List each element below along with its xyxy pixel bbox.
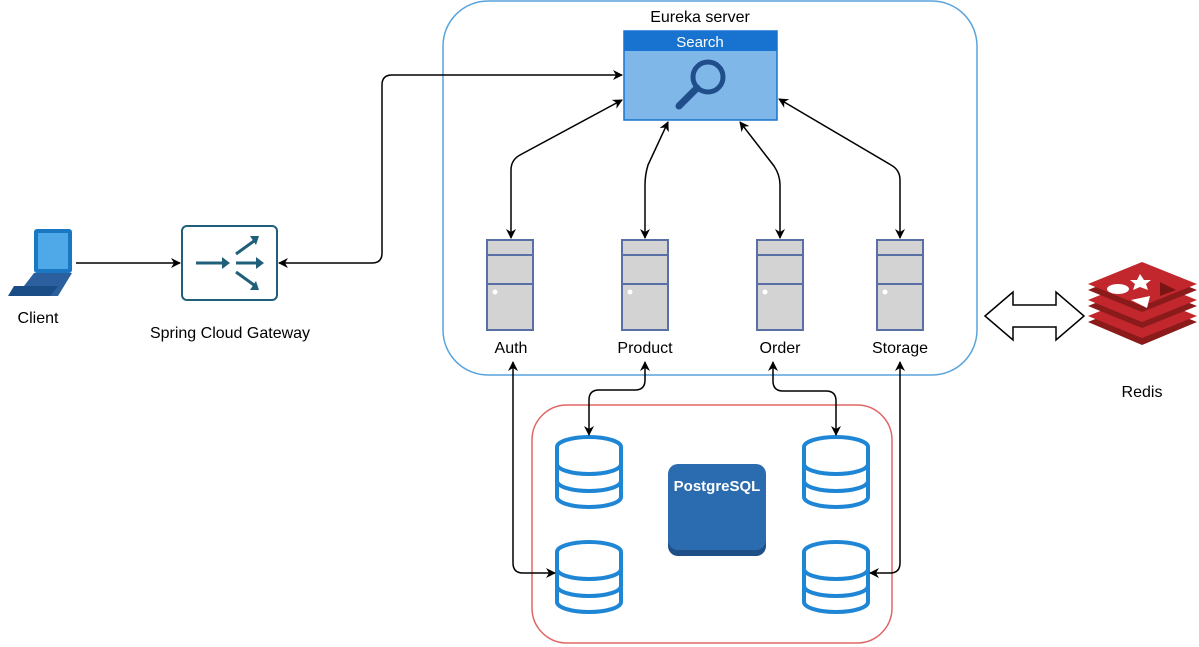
- server-icon: [486, 239, 534, 331]
- connector-auth-db: [508, 361, 556, 578]
- redis-icon: [1088, 262, 1197, 345]
- database-icon: [802, 435, 870, 509]
- laptop-icon: [8, 229, 72, 296]
- service-auth: Auth: [486, 239, 534, 357]
- connector-order-db: [768, 361, 841, 436]
- service-label: Order: [760, 340, 802, 357]
- server-icon: [876, 239, 924, 331]
- search-label: Search: [676, 34, 724, 51]
- server-icon: [621, 239, 669, 331]
- redis-label: Redis: [1122, 384, 1163, 401]
- gateway-node: Spring Cloud Gateway: [150, 225, 310, 342]
- search-icon: Search: [623, 30, 778, 121]
- service-product: Product: [617, 239, 673, 357]
- connector-storage-db: [869, 361, 905, 578]
- database-icon: [555, 540, 623, 614]
- eureka-server-label: Eureka server: [650, 9, 750, 26]
- server-icon: [756, 239, 804, 331]
- gateway-router-icon: [181, 225, 278, 301]
- client-node: Client: [8, 229, 72, 327]
- connector-auth-eureka: [506, 99, 623, 239]
- postgresql-label: PostgreSQL: [674, 478, 761, 495]
- connector-gateway-eureka: [278, 70, 623, 268]
- service-order: Order: [756, 239, 804, 357]
- connector-product-eureka: [640, 121, 669, 239]
- client-label: Client: [18, 310, 59, 327]
- connector-product-db: [584, 361, 650, 436]
- service-label: Product: [617, 340, 673, 357]
- connector-order-eureka: [739, 121, 785, 239]
- service-label: Auth: [495, 340, 528, 357]
- gateway-label: Spring Cloud Gateway: [150, 325, 310, 342]
- service-storage: Storage: [872, 239, 928, 357]
- service-label: Storage: [872, 340, 928, 357]
- postgresql-icon: PostgreSQL: [668, 464, 766, 556]
- connector-storage-eureka: [778, 98, 905, 239]
- redis-node: Redis: [1088, 262, 1197, 401]
- database-icon: [555, 435, 623, 509]
- double-arrow-eureka-redis: [983, 290, 1086, 342]
- database-icon: [802, 540, 870, 614]
- connectors: [76, 70, 905, 578]
